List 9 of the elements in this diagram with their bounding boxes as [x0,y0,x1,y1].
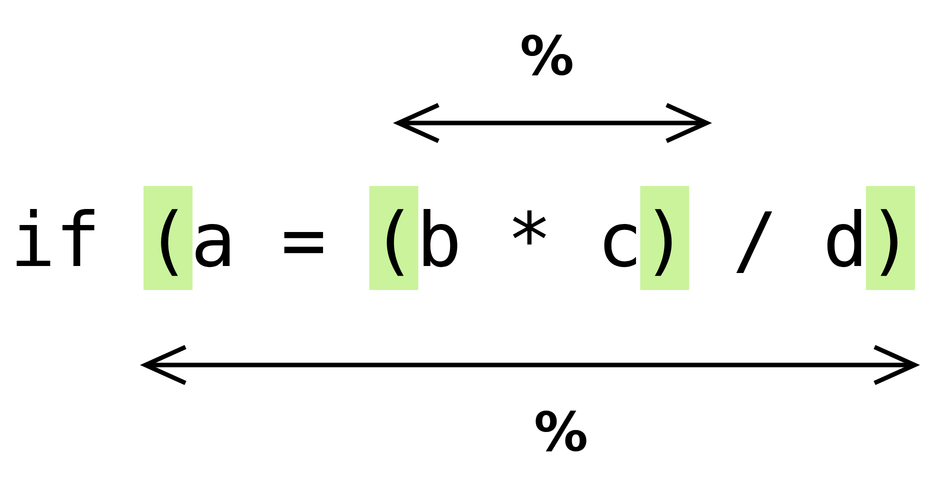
highlighted-parenthesis: ( [369,186,418,290]
dimension-label: % [536,410,586,452]
code-text: b * c [424,209,636,268]
highlighted-parenthesis: ) [640,186,690,290]
highlighted-parenthesis: ( [144,186,193,290]
dimension-label: % [522,34,572,76]
code-text: / d [736,209,862,273]
code-text: a = [196,224,324,268]
highlighted-parenthesis: ) [866,186,915,290]
